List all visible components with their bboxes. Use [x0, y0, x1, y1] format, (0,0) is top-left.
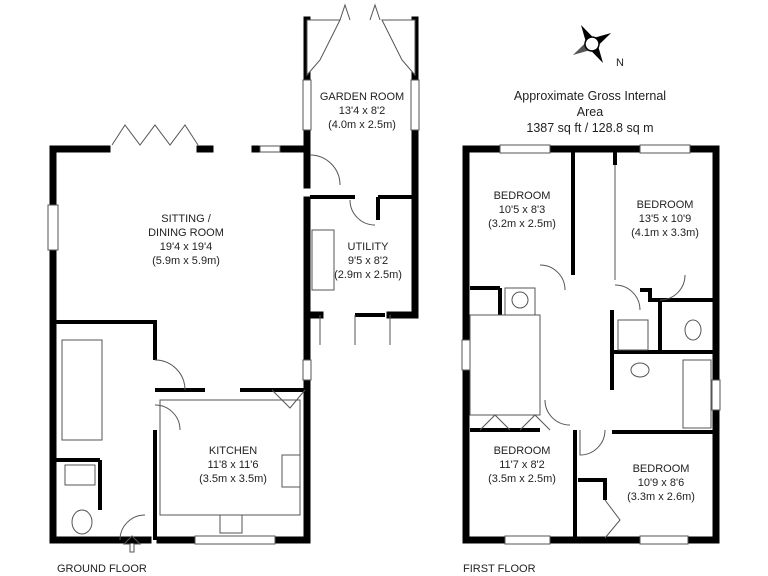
- room-name: SITTING /: [161, 213, 211, 225]
- room-label-bedroom-2: BEDROOM 13'5 x 10'9 (4.1m x 3.3m): [631, 198, 699, 240]
- room-size-imperial: 13'4 x 8'2: [338, 105, 386, 117]
- room-label-bedroom-3: BEDROOM 11'7 x 8'2 (3.5m x 2.5m): [488, 444, 556, 486]
- room-label-utility: UTILITY 9'5 x 8'2 (2.9m x 2.5m): [334, 240, 402, 282]
- room-name: BEDROOM: [632, 463, 690, 475]
- room-name: BEDROOM: [493, 190, 551, 202]
- room-label-bedroom-4: BEDROOM 10'9 x 8'6 (3.3m x 2.6m): [627, 462, 695, 504]
- ground-floor-label: GROUND FLOOR: [57, 563, 147, 575]
- compass-north-label: N: [616, 57, 624, 69]
- room-name: BEDROOM: [636, 199, 694, 211]
- room-size-imperial: 10'9 x 8'6: [637, 477, 685, 489]
- ground-floor-windows: [47, 3, 420, 553]
- room-size-metric: (3.5m x 2.5m): [488, 473, 556, 485]
- compass-icon: [572, 24, 612, 64]
- room-size-imperial: 13'5 x 10'9: [638, 213, 692, 225]
- first-floor-label: FIRST FLOOR: [463, 563, 536, 575]
- room-label-sitting-dining: SITTING / DINING ROOM 19'4 x 19'4 (5.9m …: [148, 212, 224, 268]
- area-title: Approximate Gross Internal Area: [513, 89, 667, 119]
- room-label-bedroom-1: BEDROOM 10'5 x 8'3 (3.2m x 2.5m): [488, 189, 556, 231]
- room-size-metric: (2.9m x 2.5m): [334, 269, 402, 281]
- room-label-kitchen: KITCHEN 11'8 x 11'6 (3.5m x 3.5m): [199, 444, 267, 486]
- room-label-garden-room: GARDEN ROOM 13'4 x 8'2 (4.0m x 2.5m): [320, 90, 404, 132]
- room-size-metric: (3.2m x 2.5m): [488, 218, 556, 230]
- room-size-imperial: 10'5 x 8'3: [498, 204, 546, 216]
- area-value: 1387 sq ft / 128.8 sq m: [526, 121, 654, 135]
- room-name: BEDROOM: [493, 445, 551, 457]
- room-size-metric: (3.3m x 2.6m): [627, 491, 695, 503]
- first-floor-windows: [461, 144, 721, 545]
- room-size-metric: (3.5m x 3.5m): [199, 473, 267, 485]
- room-name-line2: DINING ROOM: [148, 227, 224, 239]
- room-size-metric: (5.9m x 5.9m): [152, 255, 220, 267]
- gross-internal-area: Approximate Gross Internal Area 1387 sq …: [501, 88, 679, 136]
- room-size-metric: (4.0m x 2.5m): [328, 119, 396, 131]
- room-size-imperial: 11'7 x 8'2: [499, 459, 545, 471]
- room-name: KITCHEN: [208, 445, 258, 457]
- room-size-imperial: 19'4 x 19'4: [159, 241, 213, 253]
- room-size-imperial: 11'8 x 11'6: [207, 459, 259, 471]
- room-size-imperial: 9'5 x 8'2: [347, 255, 389, 267]
- room-name: GARDEN ROOM: [319, 91, 405, 103]
- room-size-metric: (4.1m x 3.3m): [631, 227, 699, 239]
- room-name: UTILITY: [347, 241, 389, 253]
